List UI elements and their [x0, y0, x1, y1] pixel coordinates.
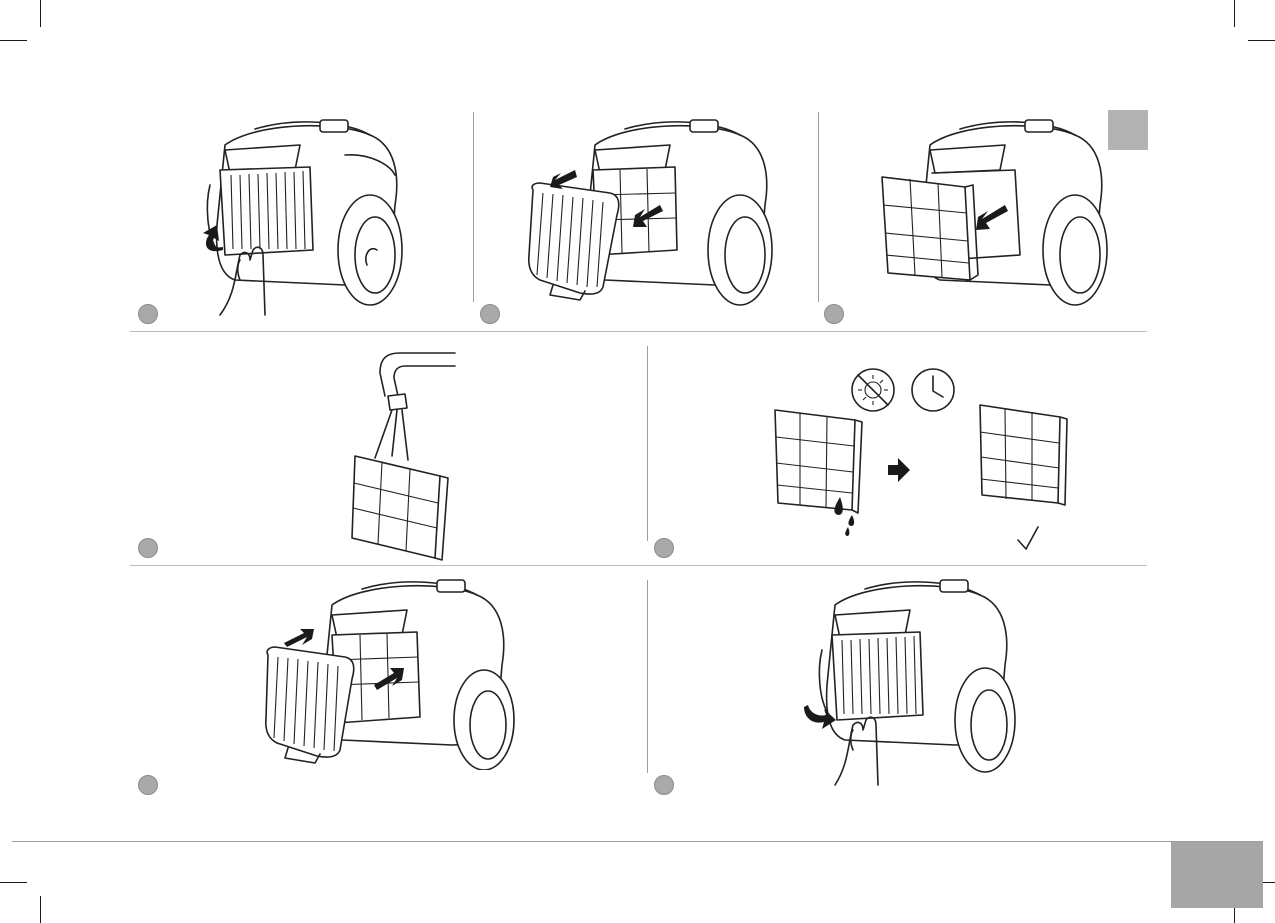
check-icon [1018, 527, 1038, 549]
step-badge-1 [138, 304, 158, 324]
step-7-illustration [800, 575, 1025, 790]
step-5-illustration [770, 365, 1090, 555]
step-2-illustration [525, 115, 775, 325]
arrow-right-icon [888, 458, 910, 482]
crop-mark [1234, 0, 1235, 27]
row-divider [130, 565, 1147, 566]
step-badge-2 [480, 304, 500, 324]
step-3-illustration [870, 115, 1115, 325]
row-divider [130, 331, 1147, 332]
step-4-illustration [330, 348, 460, 563]
step-6-illustration [262, 575, 522, 770]
no-sun-icon [852, 369, 894, 411]
crop-mark [0, 882, 27, 883]
column-divider [818, 112, 819, 302]
crop-mark [1248, 40, 1275, 41]
step-badge-5 [654, 538, 674, 558]
crop-mark [40, 0, 41, 27]
clock-icon [912, 369, 954, 411]
crop-mark [40, 896, 41, 923]
step-badge-3 [824, 304, 844, 324]
footer-divider [12, 841, 1263, 842]
page-number-tab [1171, 842, 1263, 908]
crop-mark [0, 40, 27, 41]
column-divider [647, 346, 648, 541]
step-badge-7 [654, 775, 674, 795]
step-1-illustration [195, 115, 405, 325]
step-badge-4 [138, 538, 158, 558]
column-divider [473, 112, 474, 302]
column-divider [647, 580, 648, 773]
step-badge-6 [138, 775, 158, 795]
